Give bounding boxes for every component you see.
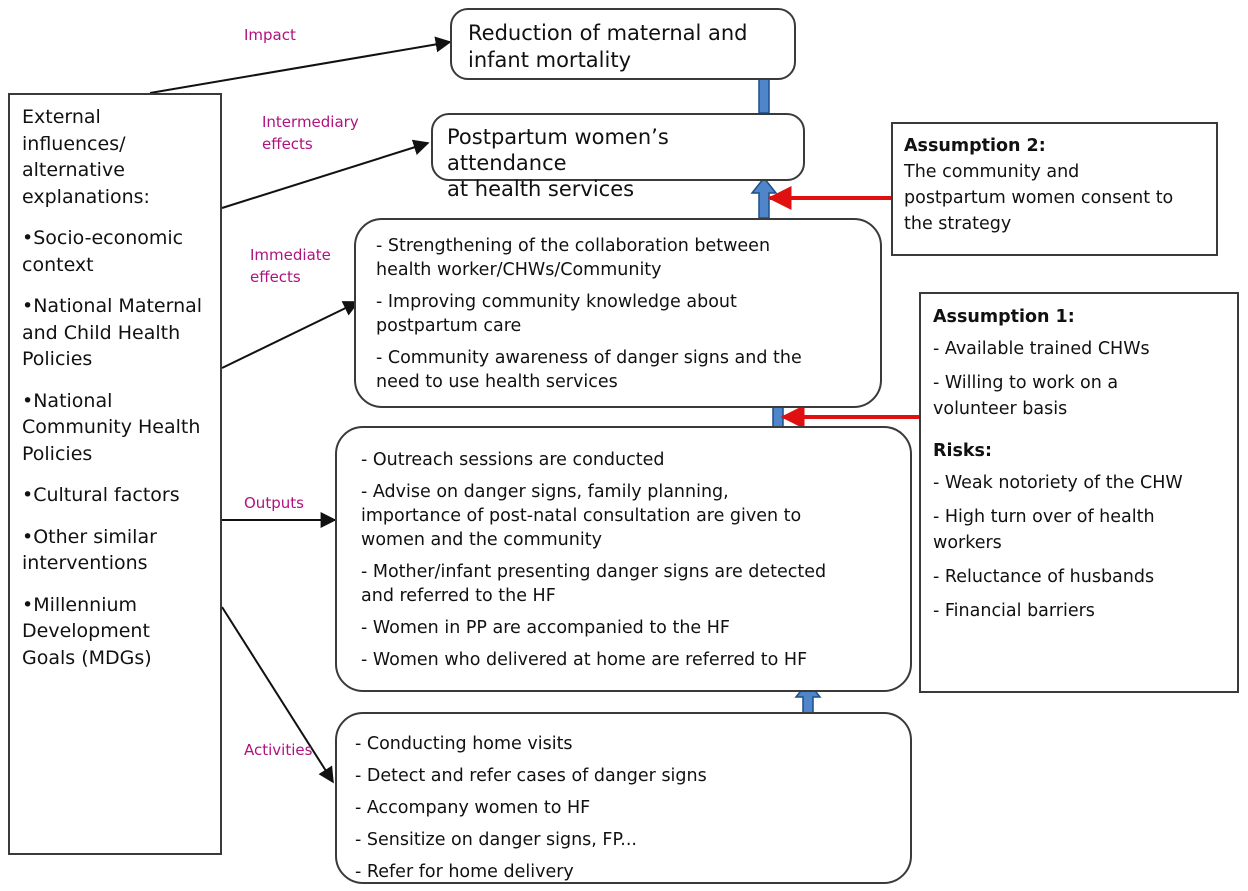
intermediary-box: Postpartum women’s attendance at health … <box>431 113 805 201</box>
risk-item: - High turn over of health workers <box>933 507 1155 553</box>
impact-box: Reduction of maternal and infant mortali… <box>450 8 796 80</box>
assumption-1-item: - Willing to work on a volunteer basis <box>933 373 1119 419</box>
external-item: •Socio-economic context <box>22 227 184 276</box>
label-intermediary-effects: Intermediary effects <box>262 113 359 153</box>
external-item: •National Community Health Policies <box>22 389 201 465</box>
assumption-2-title: Assumption 2: <box>904 136 1046 156</box>
immediate-item: - Community awareness of danger signs an… <box>376 348 802 392</box>
external-influences-box: External influences/ alternative explana… <box>8 93 222 855</box>
label-activities: Activities <box>244 741 313 759</box>
external-item: •National Maternal and Child Health Poli… <box>22 295 203 370</box>
output-item: - Mother/infant presenting danger signs … <box>361 562 827 606</box>
assumption-2-box: Assumption 2: The community and postpart… <box>891 122 1218 256</box>
assumption-1-item: - Available trained CHWs <box>933 339 1150 359</box>
output-item: - Outreach sessions are conducted <box>361 450 665 470</box>
label-outputs: Outputs <box>244 494 304 512</box>
activities-box: - Conducting home visits - Detect and re… <box>335 712 912 884</box>
assumption-1-title: Assumption 1: <box>933 307 1075 327</box>
risk-item: - Financial barriers <box>933 601 1095 621</box>
arrow-to-immediate <box>221 301 360 369</box>
label-impact: Impact <box>244 26 296 44</box>
arrow-to-activities <box>221 606 334 784</box>
immediate-effects-box: - Strengthening of the collaboration bet… <box>354 218 882 408</box>
assumption-1-risks-box: Assumption 1: - Available trained CHWs -… <box>919 292 1239 693</box>
label-immediate-effects: Immediate effects <box>250 246 331 286</box>
external-item: •Cultural factors <box>22 484 180 506</box>
activity-item: - Sensitize on danger signs, FP... <box>355 830 637 850</box>
risk-item: - Weak notoriety of the CHW <box>933 473 1183 493</box>
activity-item: - Conducting home visits <box>355 734 573 754</box>
external-heading: External influences/ alternative explana… <box>22 106 150 208</box>
outputs-box: - Outreach sessions are conducted - Advi… <box>335 426 912 692</box>
arrow-to-impact <box>149 36 452 94</box>
activity-item: - Detect and refer cases of danger signs <box>355 766 707 786</box>
output-item: - Advise on danger signs, family plannin… <box>361 482 802 550</box>
activity-item: - Accompany women to HF <box>355 798 591 818</box>
immediate-item: - Improving community knowledge about po… <box>376 292 737 336</box>
risks-title: Risks: <box>933 441 992 461</box>
arrow-to-intermediary <box>221 139 430 209</box>
immediate-item: - Strengthening of the collaboration bet… <box>376 236 771 280</box>
activity-item: - Refer for home delivery <box>355 862 574 882</box>
external-item: •Other similar interventions <box>22 525 157 575</box>
external-item: •Millennium Development Goals (MDGs) <box>22 593 152 669</box>
output-item: - Women in PP are accompanied to the HF <box>361 618 730 638</box>
output-item: - Women who delivered at home are referr… <box>361 650 808 670</box>
risk-item: - Reluctance of husbands <box>933 567 1155 587</box>
